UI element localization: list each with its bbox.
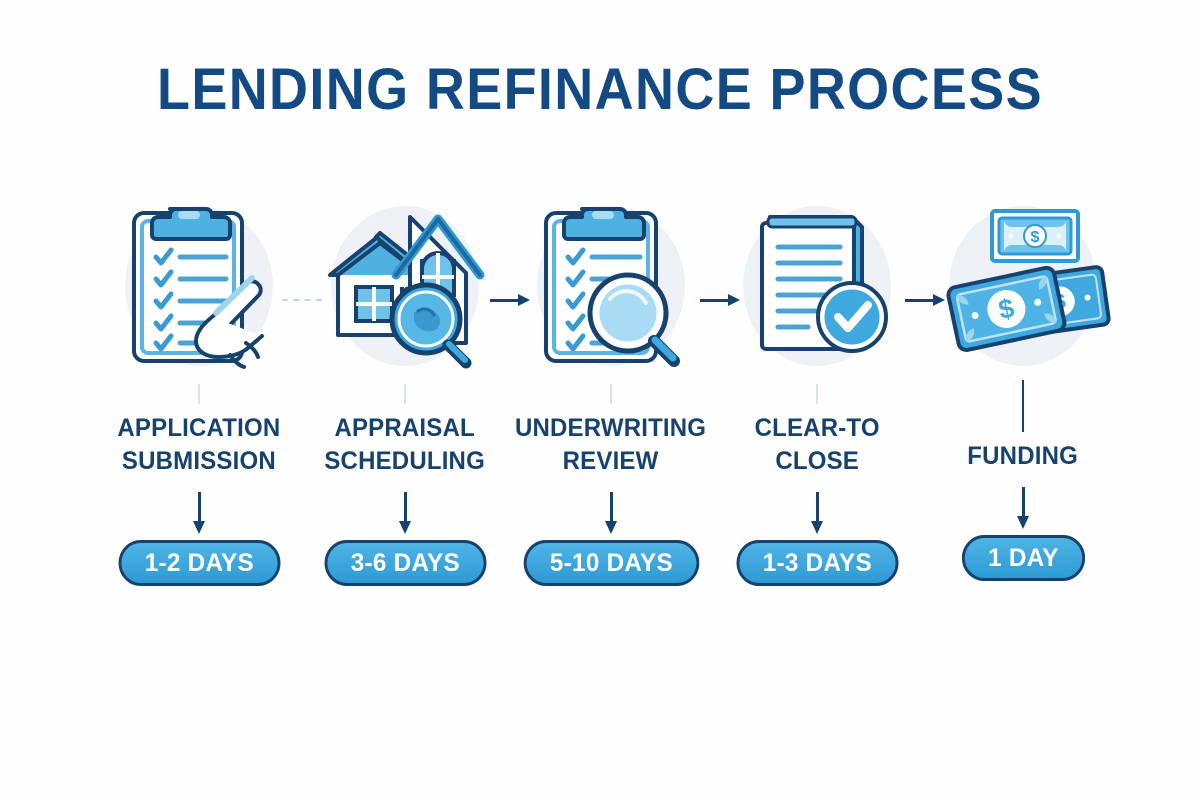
connector-arrowhead <box>728 294 740 306</box>
step-connector-tick <box>1022 380 1024 432</box>
down-arrow-head <box>1017 516 1029 529</box>
duration-badge[interactable]: 1-3 DAYS <box>736 540 898 586</box>
step-connector-tick <box>404 384 406 404</box>
step-label-line2: SUBMISSION <box>122 447 276 475</box>
duration-badge[interactable]: 5-10 DAYS <box>523 540 699 586</box>
check-badge <box>815 281 888 353</box>
connector-arrowhead <box>518 294 530 306</box>
step-label: APPLICATION SUBMISSION <box>117 412 280 478</box>
duration-badge[interactable]: 3-6 DAYS <box>324 540 486 586</box>
step-label: APPRAISAL SCHEDULING <box>325 412 486 478</box>
down-arrow-head <box>193 521 205 534</box>
step-label: UNDERWRITING REVIEW <box>515 412 706 478</box>
step-icon-container <box>714 190 920 380</box>
down-arrow-shaft <box>1022 487 1025 519</box>
down-arrow-shaft <box>610 492 613 524</box>
back-banknote: $ <box>989 209 1080 263</box>
step-label-line1: CLEAR-TO <box>754 414 880 442</box>
step-label-line2: CLOSE <box>775 447 859 475</box>
duration-badge[interactable]: 1 DAY <box>961 535 1085 581</box>
step-connector-tick <box>610 384 612 404</box>
duration-badge[interactable]: 1-2 DAYS <box>118 540 280 586</box>
banknotes-dollar-icon: $ $ <box>945 209 1111 352</box>
process-step-clear-to-close[interactable]: CLEAR-TO CLOSE 1-3 DAYS <box>714 190 920 630</box>
house-magnifier-icon <box>327 214 484 369</box>
process-step-application-submission[interactable]: APPLICATION SUBMISSION 1-2 DAYS <box>96 190 302 630</box>
step-icon-container <box>508 190 714 380</box>
step-label-line2: REVIEW <box>563 447 659 475</box>
step-label-line1: APPLICATION <box>117 414 281 442</box>
down-arrow-head <box>399 521 411 534</box>
step-label-line1: UNDERWRITING <box>515 414 707 442</box>
document-check-circle-icon <box>759 215 888 353</box>
page-title: LENDING REFINANCE PROCESS <box>156 57 1043 122</box>
step-label-line1: FUNDING <box>967 442 1079 470</box>
connector-shaft <box>282 299 322 301</box>
front-banknote: $ <box>945 265 1066 352</box>
step-label-line2: SCHEDULING <box>324 447 486 475</box>
step-label-line1: APPRAISAL <box>334 414 476 442</box>
down-arrow-head <box>811 521 823 534</box>
connector-shaft <box>700 299 730 302</box>
step-connector-tick <box>198 384 200 404</box>
step-icon-container <box>302 190 508 380</box>
connector-shaft <box>905 299 935 302</box>
step-down-arrow <box>397 492 413 534</box>
step-label: CLEAR-TO CLOSE <box>754 412 879 478</box>
process-step-appraisal-scheduling[interactable]: APPRAISAL SCHEDULING 3-6 DAYS <box>302 190 508 630</box>
step-down-arrow <box>603 492 619 534</box>
step-down-arrow <box>1015 487 1031 529</box>
connector-arrowhead <box>933 294 945 306</box>
down-arrow-shaft <box>816 492 819 524</box>
process-steps: APPLICATION SUBMISSION 1-2 DAYS <box>96 190 1111 630</box>
down-arrow-shaft <box>198 492 201 524</box>
step-down-arrow <box>191 492 207 534</box>
step-icon-container <box>96 190 302 380</box>
svg-text:$: $ <box>995 293 1016 325</box>
process-step-funding[interactable]: $ $ <box>920 190 1126 630</box>
clipboard-checklist-pen-icon <box>131 207 264 369</box>
process-step-underwriting-review[interactable]: UNDERWRITING REVIEW 5-10 DAYS <box>508 190 714 630</box>
magnifier <box>587 272 680 367</box>
down-arrow-head <box>605 521 617 534</box>
clipboard-magnifier-icon <box>543 207 680 367</box>
connector-shaft <box>490 299 520 302</box>
step-label: FUNDING <box>968 440 1079 473</box>
step-icon-container: $ $ <box>920 190 1126 380</box>
svg-text:$: $ <box>1030 229 1039 246</box>
down-arrow-shaft <box>404 492 407 524</box>
magnifier <box>389 282 471 369</box>
step-down-arrow <box>809 492 825 534</box>
step-connector-tick <box>816 384 818 404</box>
pen-and-hand <box>193 275 264 369</box>
